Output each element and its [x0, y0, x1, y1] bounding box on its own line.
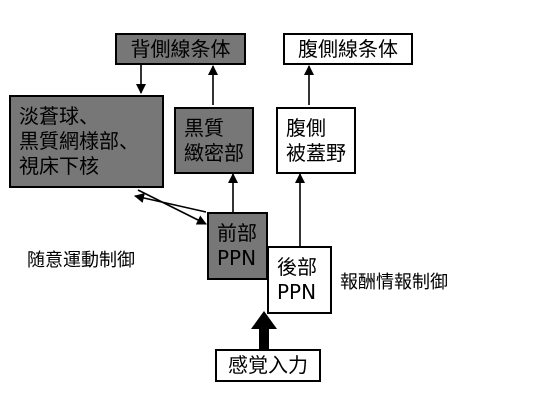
- node-vta-line-1: 腹側: [286, 115, 326, 140]
- thick-arrow-head: [251, 311, 277, 329]
- node-snc-line-1: 黒質: [184, 115, 224, 140]
- node-sensory-input: 感覚入力: [215, 349, 321, 382]
- node-ventral-tegmental-area: 腹側 被蓋野: [276, 107, 356, 174]
- node-dorsal-striatum-line-1: 背側線条体: [130, 36, 231, 61]
- arrow-gp-to-anterior-ppn: [137, 189, 207, 225]
- node-gp-snr-stn-line-3: 視床下核: [19, 154, 99, 178]
- node-posterior-ppn-line-2: PPN: [277, 280, 317, 304]
- thick-arrow-shaft: [259, 327, 269, 349]
- node-gp-snr-stn-line-2: 黒質網様部、: [19, 129, 139, 153]
- node-ventral-striatum: 腹側線条体: [283, 33, 413, 65]
- node-vta-line-2: 被蓋野: [286, 140, 346, 165]
- node-anterior-ppn-line-2: PPN: [217, 246, 257, 270]
- label-reward-info-control: 報酬情報制御: [340, 272, 448, 293]
- node-snc-line-2: 緻密部: [184, 140, 244, 165]
- node-gp-snr-stn-line-1: 淡蒼球、: [19, 104, 99, 128]
- node-posterior-ppn-line-1: 後部: [277, 255, 317, 279]
- node-substantia-nigra-compacta: 黒質 緻密部: [174, 107, 254, 174]
- node-sensory-input-line-1: 感覚入力: [228, 353, 308, 377]
- arrow-anterior-ppn-to-gp: [134, 193, 207, 213]
- node-anterior-ppn-line-1: 前部: [217, 221, 257, 245]
- node-posterior-ppn: 後部 PPN: [267, 246, 332, 314]
- node-dorsal-striatum: 背側線条体: [115, 33, 246, 65]
- label-voluntary-motor-control: 随意運動制御: [27, 250, 135, 271]
- node-ventral-striatum-line-1: 腹側線条体: [298, 36, 398, 61]
- node-anterior-ppn: 前部 PPN: [207, 212, 268, 280]
- node-gp-snr-stn: 淡蒼球、 黒質網様部、 視床下核: [9, 95, 164, 188]
